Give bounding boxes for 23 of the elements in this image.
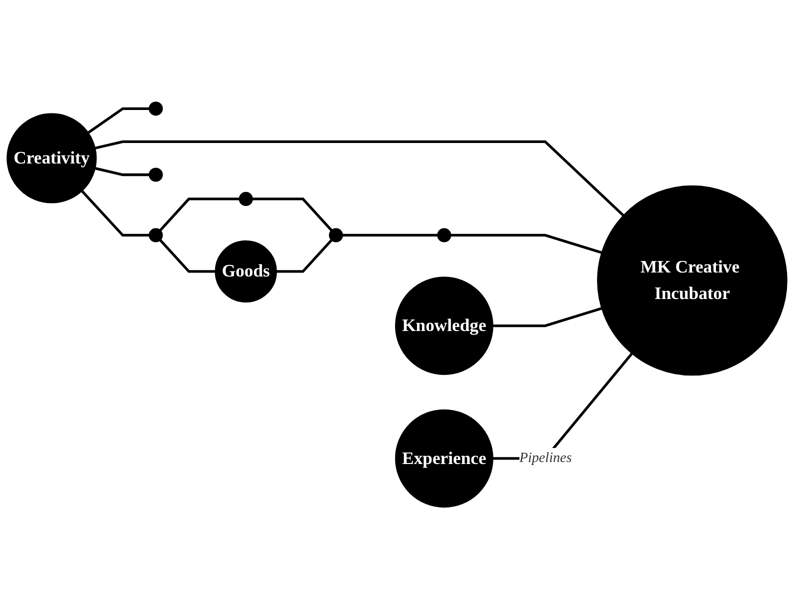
connector xyxy=(94,167,150,176)
node-circle xyxy=(437,228,452,243)
node-circle: Knowledge xyxy=(395,277,494,376)
node-circle: Experience xyxy=(395,410,494,508)
connector xyxy=(88,108,150,134)
connector xyxy=(492,308,602,328)
connector xyxy=(252,198,332,232)
connector xyxy=(159,198,240,232)
node-circle: Creativity xyxy=(6,114,97,204)
node-circle xyxy=(328,228,344,243)
connector xyxy=(94,140,624,217)
node-circle xyxy=(148,102,163,116)
node-circle: Goods xyxy=(214,240,277,303)
connector xyxy=(80,190,150,237)
node-circle xyxy=(238,192,253,206)
node-circle xyxy=(148,168,163,182)
connector xyxy=(450,234,602,254)
connector xyxy=(159,240,216,274)
connector xyxy=(342,234,438,237)
connector xyxy=(276,240,332,274)
node-circle xyxy=(148,228,163,243)
edge-label: Pipelines xyxy=(519,450,572,466)
node-circle: MK Creative Incubator xyxy=(597,186,788,376)
